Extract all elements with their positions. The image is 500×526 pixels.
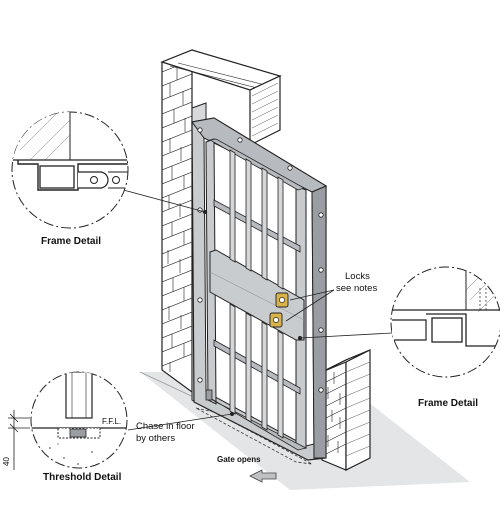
frame-detail-right-circle <box>390 266 500 378</box>
dimension-40-label: 40 <box>2 457 11 466</box>
threshold-detail-circle <box>30 371 128 469</box>
lock-upper <box>275 292 289 308</box>
left-brick-wall <box>161 49 193 394</box>
gate-leaf <box>205 138 308 451</box>
locks-label-line2: see notes <box>336 283 378 294</box>
lock-lower <box>269 312 283 328</box>
right-brick-wall <box>321 349 371 471</box>
threshold-dimension <box>8 410 124 470</box>
frame-detail-left-label: Frame Detail <box>41 236 102 247</box>
frame-detail-left-circle <box>11 111 129 229</box>
chase-label-line1: Chase in floor <box>136 421 195 432</box>
floor-chase <box>195 407 313 465</box>
upper-bars <box>229 149 284 290</box>
threshold-detail-label: Threshold Detail <box>43 472 122 483</box>
frame-detail-right-label: Frame Detail <box>418 398 479 409</box>
gate-opens-arrow <box>249 469 277 483</box>
lower-bars <box>229 303 284 439</box>
chase-label-line2: by others <box>136 433 176 444</box>
ffl-label: F.F.L. <box>102 417 122 426</box>
gate-opens-label: Gate opens <box>217 455 261 464</box>
locks-label-line1: Locks <box>345 271 370 282</box>
